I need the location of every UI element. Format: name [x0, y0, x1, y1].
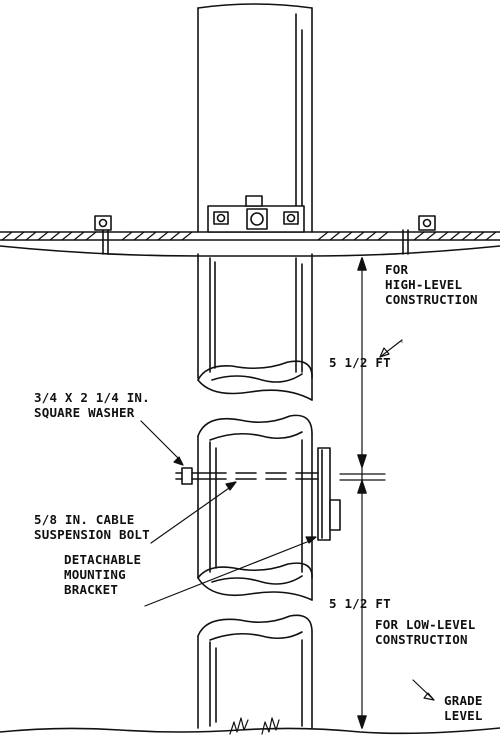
washer-label: 3/4 X 2 1/4 IN. SQUARE WASHER: [34, 390, 150, 420]
leader-lines: [140, 339, 435, 701]
lower-distance-label: 5 1/2 FT: [329, 596, 391, 611]
bracket-label: DETACHABLE MOUNTING BRACKET: [64, 552, 142, 597]
lower-pole: [197, 614, 313, 735]
strand-cable: [0, 195, 500, 257]
middle-pole: [175, 414, 341, 601]
low-level-label: FOR LOW-LEVEL CONSTRUCTION: [375, 617, 476, 647]
grade-line: [0, 727, 500, 735]
dimension-line: [339, 257, 386, 729]
upper-pole: [197, 3, 313, 401]
high-level-label: FOR HIGH-LEVEL CONSTRUCTION: [385, 262, 478, 307]
upper-distance-label: 5 1/2 FT: [329, 355, 391, 370]
bolt-label: 5/8 IN. CABLE SUSPENSION BOLT: [34, 512, 150, 542]
grade-level-label: GRADE LEVEL: [444, 693, 483, 723]
